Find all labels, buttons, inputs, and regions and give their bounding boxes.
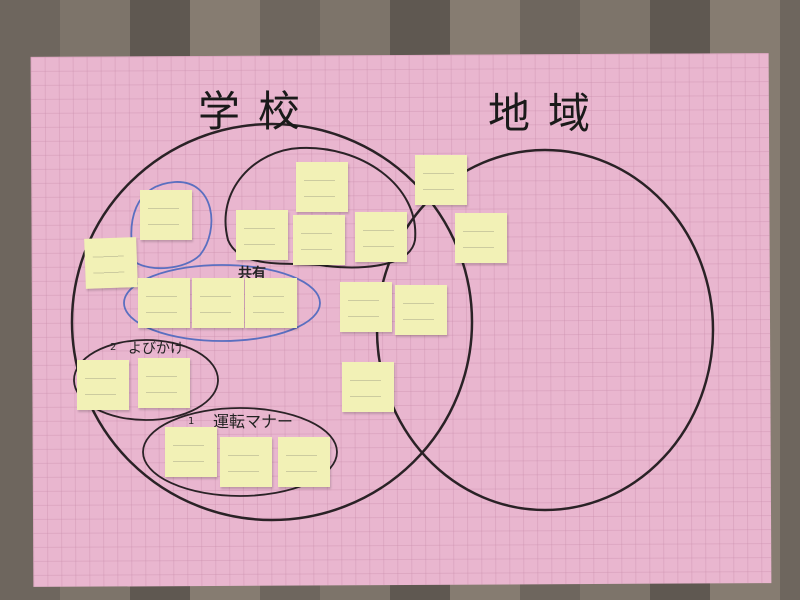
sticky-note <box>138 358 190 408</box>
driving-manner-group-outline <box>142 407 338 497</box>
sticky-note <box>138 278 190 328</box>
call-out-number: 2 <box>110 342 117 353</box>
school-circle <box>70 122 474 522</box>
sticky-note <box>192 278 244 328</box>
sticky-note <box>395 285 447 335</box>
sticky-note <box>236 210 288 260</box>
school-title: 学校 <box>198 87 319 136</box>
sticky-note <box>342 362 394 412</box>
sticky-note <box>77 360 129 410</box>
sticky-note <box>293 215 345 265</box>
sticky-note <box>220 437 272 487</box>
shared-group-outline <box>123 264 321 342</box>
call-out-label: よびかけ <box>128 341 184 357</box>
sticky-note <box>245 278 297 328</box>
call-out-group-outline <box>73 339 219 421</box>
driving-manner-label: 運転マナー <box>213 412 294 431</box>
driving-manner-number: 1 <box>188 416 195 427</box>
sticky-note <box>415 155 467 205</box>
community-title: 地域 <box>488 89 609 138</box>
sticky-note <box>84 237 138 289</box>
sticky-note <box>165 427 217 477</box>
blue-loop-outline <box>130 181 213 270</box>
sticky-note <box>296 162 348 212</box>
sticky-note <box>355 212 407 262</box>
sticky-note <box>140 190 192 240</box>
sticky-note <box>278 437 330 487</box>
sticky-note <box>455 213 507 263</box>
sticky-note <box>340 282 392 332</box>
